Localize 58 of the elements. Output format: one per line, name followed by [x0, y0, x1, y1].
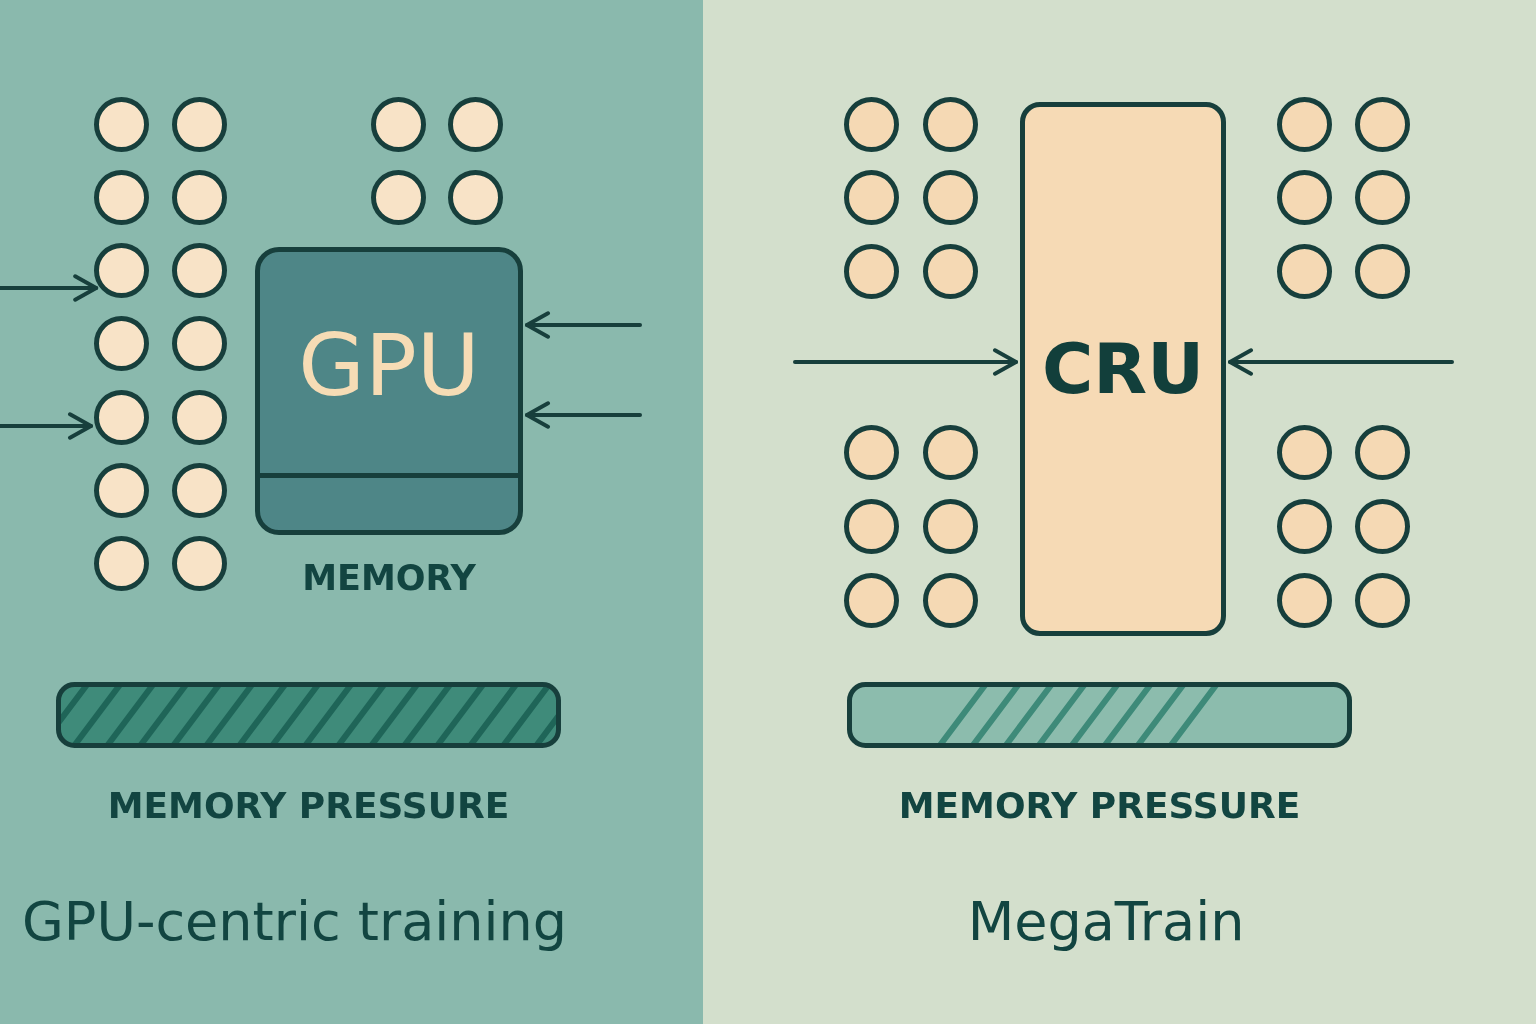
memory-cell-circle: [1276, 424, 1332, 480]
memory-cell-circle: [370, 96, 426, 152]
memory-cell-circle: [447, 96, 503, 152]
memory-cell-circle: [843, 169, 899, 225]
panel-caption: MegaTrain: [967, 890, 1245, 954]
memory-cell-circle: [93, 389, 149, 445]
memory-cell-circle: [171, 535, 227, 591]
memory-cell-circle: [171, 462, 227, 518]
bar-label: MEMORY PRESSURE: [898, 785, 1301, 827]
memory-cell-circle: [1276, 243, 1332, 299]
arrow: [525, 311, 642, 339]
arrow: [0, 412, 93, 440]
memory-cell-circle: [171, 242, 227, 298]
memory-cell-circle: [922, 243, 978, 299]
panel-caption: GPU-centric training: [22, 890, 567, 954]
memory-cell-circle: [1354, 424, 1410, 480]
memory-cell-circle: [922, 498, 978, 554]
arrow: [793, 348, 1018, 376]
memory-cell-circle: [922, 96, 978, 152]
memory-cell-circle: [370, 169, 426, 225]
memory-cell-circle: [93, 242, 149, 298]
memory-cell-circle: [843, 424, 899, 480]
processor-label: CRU: [1041, 328, 1205, 410]
memory-cell-circle: [843, 498, 899, 554]
panel: [0, 0, 703, 1024]
memory-cell-circle: [1354, 572, 1410, 628]
chip-caption: MEMORY: [302, 557, 476, 599]
arrow: [0, 274, 99, 302]
chip-box: [255, 247, 523, 535]
memory-cell-circle: [1276, 498, 1332, 554]
memory-cell-circle: [1354, 169, 1410, 225]
arrow: [1228, 348, 1454, 376]
memory-cell-circle: [171, 96, 227, 152]
memory-cell-circle: [171, 389, 227, 445]
chip-label: GPU: [298, 315, 480, 415]
bar-label: MEMORY PRESSURE: [107, 785, 510, 827]
memory-cell-circle: [1276, 96, 1332, 152]
memory-cell-circle: [1354, 96, 1410, 152]
memory-cell-circle: [843, 243, 899, 299]
memory-cell-circle: [1354, 498, 1410, 554]
memory-cell-circle: [922, 169, 978, 225]
memory-cell-circle: [93, 535, 149, 591]
processor-box: [1020, 102, 1226, 636]
memory-cell-circle: [1354, 243, 1410, 299]
memory-cell-circle: [1276, 572, 1332, 628]
memory-cell-circle: [447, 169, 503, 225]
memory-cell-circle: [922, 572, 978, 628]
memory-cell-circle: [843, 96, 899, 152]
memory-cell-circle: [1276, 169, 1332, 225]
memory-cell-circle: [171, 169, 227, 225]
memory-cell-circle: [843, 572, 899, 628]
memory-cell-circle: [922, 424, 978, 480]
memory-cell-circle: [93, 96, 149, 152]
arrow: [525, 401, 642, 429]
memory-cell-circle: [171, 315, 227, 371]
memory-cell-circle: [93, 315, 149, 371]
memory-cell-circle: [93, 169, 149, 225]
memory-cell-circle: [93, 462, 149, 518]
